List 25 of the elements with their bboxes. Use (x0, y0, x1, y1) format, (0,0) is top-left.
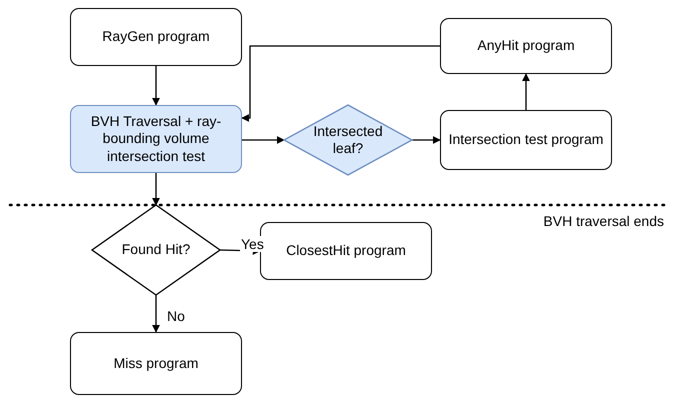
arrow (152, 66, 160, 106)
arrow (412, 136, 441, 144)
edge-label: No (166, 308, 186, 324)
node-text: RayGen program (102, 28, 210, 46)
process-box (70, 8, 242, 66)
arrow (522, 73, 530, 110)
node-text: Miss program (114, 354, 198, 372)
edge-label: Yes (240, 236, 265, 252)
note-text: BVH traversal ends (543, 213, 664, 229)
process-box (440, 18, 612, 74)
decision-diamond (284, 105, 412, 175)
node-text: Intersected leaf? (313, 122, 383, 158)
node-text: Intersection test program (448, 131, 604, 149)
arrow (241, 45, 440, 122)
process-box (440, 110, 612, 170)
node-text: ClosestHit program (286, 242, 406, 260)
arrow (242, 136, 285, 144)
node-text: Found Hit? (122, 241, 190, 259)
arrow (152, 173, 160, 206)
arrow (152, 295, 160, 333)
node-text: BVH Traversal + ray-bounding volume intersection test (90, 112, 222, 166)
decision-diamond (92, 205, 220, 295)
process-box (70, 105, 242, 173)
process-box (70, 332, 242, 395)
node-text: AnyHit program (477, 37, 575, 55)
